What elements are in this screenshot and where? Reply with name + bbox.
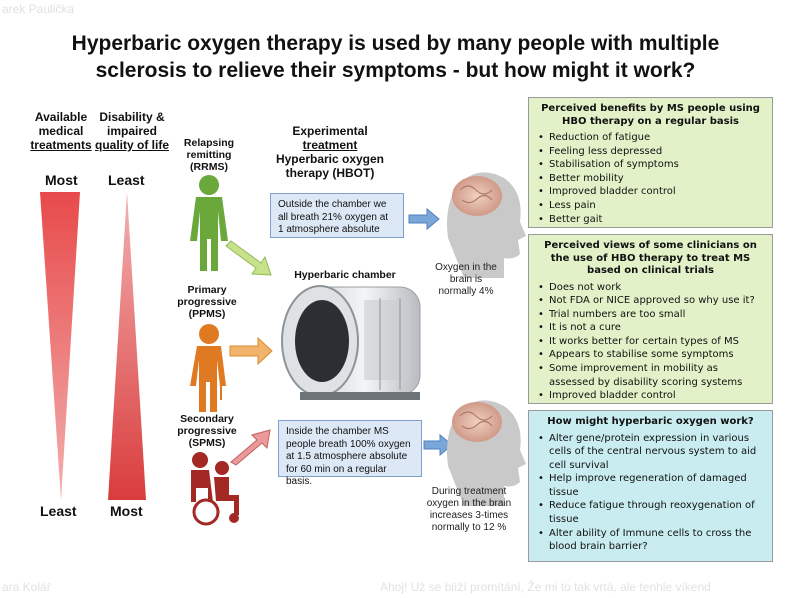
- treatments-top-label: Most: [45, 172, 78, 188]
- mechanism-panel: How might hyperbaric oxygen work? Alter …: [528, 410, 773, 562]
- background-text-bottom-left: ara Kolář: [2, 580, 51, 594]
- list-item: Not FDA or NICE approved so why use it?: [537, 294, 764, 308]
- disability-wedge: [108, 192, 146, 500]
- list-item: Better gait: [537, 213, 764, 227]
- list-item: Less pain: [537, 199, 764, 213]
- disability-top-label: Least: [108, 172, 145, 188]
- list-item: Improved bladder control: [537, 185, 764, 199]
- ppms-line2: progressive: [177, 296, 237, 308]
- inside-chamber-box: Inside the chamber MS people breath 100%…: [278, 420, 422, 487]
- disability-header-line1: Disability &: [99, 110, 165, 124]
- rrms-line1: Relapsing: [183, 137, 235, 149]
- list-item: Alter gene/protein expression in various…: [537, 432, 764, 473]
- list-item: Alter ability of Immune cells to cross t…: [537, 527, 764, 554]
- head-top-icon: [447, 172, 526, 278]
- clinicians-list: Does not work Not FDA or NICE approved s…: [537, 281, 764, 403]
- background-text-bottom-right: Ahoj! Už se blíží promítání, Že mi to ta…: [380, 580, 711, 594]
- treatments-bottom-label: Least: [40, 503, 77, 519]
- chamber-label: Hyperbaric chamber: [294, 269, 396, 281]
- spms-wheelchair-icon: [191, 452, 239, 526]
- spms-label: Secondary progressive (SPMS): [170, 413, 244, 449]
- list-item: Help improve regeneration of damaged tis…: [537, 472, 764, 499]
- benefits-list: Reduction of fatigue Feeling less depres…: [537, 131, 764, 226]
- disability-header-line3: quality of life: [94, 138, 169, 152]
- list-item: Appears to stabilise some symptoms: [537, 348, 764, 362]
- disability-header-line2: impaired: [106, 124, 157, 138]
- rrms-line2: remitting: [186, 149, 232, 161]
- list-item: Stabilisation of symptoms: [537, 158, 764, 172]
- oxygen-normal-caption: Oxygen in the brain is normally 4%: [435, 262, 497, 297]
- arrow-ppms: [229, 336, 273, 366]
- hyperbaric-chamber-image: [281, 285, 421, 400]
- mechanism-panel-title: How might hyperbaric oxygen work?: [547, 416, 754, 427]
- treatments-wedge: [40, 192, 80, 500]
- experimental-line1: Experimental: [292, 124, 368, 138]
- page-title: Hyperbaric oxygen therapy is used by man…: [71, 32, 720, 82]
- experimental-treatment-header: Experimental treatment Hyperbaric oxygen…: [268, 124, 392, 180]
- arrow-rrms: [225, 240, 272, 276]
- list-item: It is not a cure: [537, 321, 764, 335]
- ppms-line3: (PPMS): [188, 308, 226, 320]
- list-item: Reduction of fatigue: [537, 131, 764, 145]
- ppms-label: Primary progressive (PPMS): [170, 284, 244, 320]
- experimental-line4: therapy (HBOT): [285, 166, 375, 180]
- list-item: Improved bladder control: [537, 389, 764, 403]
- mechanism-list: Alter gene/protein expression in various…: [537, 432, 764, 554]
- ppms-line1: Primary: [187, 284, 227, 296]
- treatments-column-header: Available medical treatments: [26, 110, 96, 152]
- head-bottom-icon: [447, 400, 526, 506]
- spms-line3: (SPMS): [188, 437, 226, 449]
- list-item: Feeling less depressed: [537, 145, 764, 159]
- experimental-line3: Hyperbaric oxygen: [275, 152, 385, 166]
- list-item: Better mobility: [537, 172, 764, 186]
- list-item: Trial numbers are too small: [537, 308, 764, 322]
- arrow-blue-bottom: [423, 433, 453, 457]
- ppms-person-icon: [190, 324, 226, 412]
- experimental-line2: treatment: [302, 138, 358, 152]
- rrms-person-icon: [190, 175, 228, 271]
- list-item: Reduce fatigue through reoxygenation of …: [537, 499, 764, 526]
- oxygen-treatment-caption: During treatment oxygen in the brain inc…: [426, 486, 512, 533]
- spms-line2: progressive: [177, 425, 237, 437]
- treatments-header-line2: medical: [38, 124, 84, 138]
- benefits-panel: Perceived benefits by MS people using HB…: [528, 97, 773, 228]
- spms-line1: Secondary: [180, 413, 234, 425]
- benefits-panel-title: Perceived benefits by MS people using HB…: [541, 103, 760, 127]
- list-item: Does not work: [537, 281, 764, 295]
- clinicians-panel-title: Perceived views of some clinicians on th…: [544, 240, 757, 276]
- disability-column-header: Disability & impaired quality of life: [94, 110, 170, 152]
- list-item: Some improvement in mobility as assessed…: [537, 362, 764, 389]
- disability-bottom-label: Most: [110, 503, 143, 519]
- arrow-spms: [230, 429, 271, 466]
- arrow-blue-top: [408, 207, 440, 231]
- outside-chamber-box: Outside the chamber we all breath 21% ox…: [270, 193, 404, 238]
- background-text-top-left: arek Paulička: [2, 2, 75, 16]
- clinicians-panel: Perceived views of some clinicians on th…: [528, 234, 773, 404]
- rrms-line3: (RRMS): [190, 161, 228, 173]
- rrms-label: Relapsing remitting (RRMS): [176, 137, 242, 173]
- list-item: It works better for certain types of MS: [537, 335, 764, 349]
- treatments-header-line3: treatments: [30, 138, 92, 152]
- treatments-header-line1: Available: [34, 110, 88, 124]
